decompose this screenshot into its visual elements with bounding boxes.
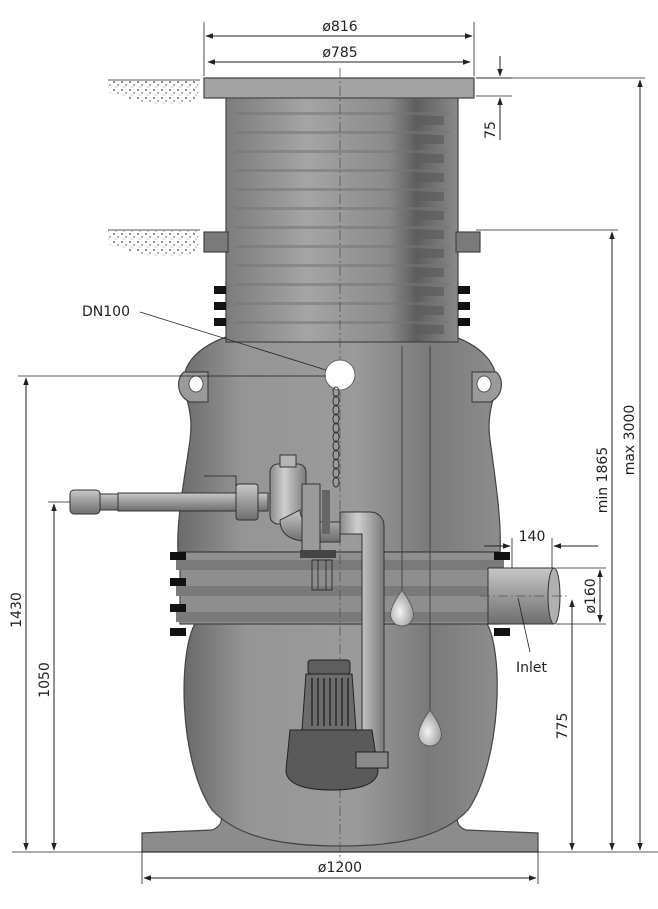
label-dn100: DN100 bbox=[82, 304, 130, 320]
dim-top-inner: ø785 bbox=[207, 45, 471, 65]
discharge-pipe bbox=[69, 483, 269, 521]
dim-top-outer: ø816 bbox=[203, 19, 475, 76]
dim-inlet-height: 775 bbox=[555, 599, 575, 851]
shaft-rib bbox=[234, 226, 450, 229]
dim-discharge-height: 1050 bbox=[37, 501, 70, 851]
chain-link bbox=[332, 422, 340, 434]
inlet-pipe bbox=[480, 567, 568, 625]
chain-link bbox=[332, 458, 340, 470]
float-switches bbox=[390, 346, 442, 747]
label-min-depth: min 1865 bbox=[595, 447, 611, 513]
dim-outlet-height: 1430 bbox=[9, 375, 326, 851]
shaft-rib bbox=[234, 188, 450, 191]
shaft-rib-shadow bbox=[414, 192, 444, 201]
shaft-rib bbox=[234, 321, 450, 324]
label-base-diameter: ø1200 bbox=[318, 860, 362, 876]
float-upper bbox=[390, 589, 414, 627]
chain-link bbox=[332, 440, 340, 452]
label-inlet: Inlet bbox=[516, 660, 548, 676]
chain-link bbox=[332, 431, 340, 443]
label-max-depth: max 3000 bbox=[622, 405, 638, 476]
chain-link bbox=[332, 404, 340, 416]
dim-inlet-offset: 140 bbox=[484, 529, 598, 568]
shaft-rib bbox=[234, 245, 450, 248]
shaft-rib-shadow bbox=[414, 211, 444, 220]
shaft-rib-shadow bbox=[414, 173, 444, 182]
submersible-pump bbox=[285, 659, 389, 791]
float-lower bbox=[418, 709, 442, 747]
dim-cover-height: 75 bbox=[476, 56, 512, 140]
riser-shaft bbox=[203, 95, 481, 343]
shaft-rib-shadow bbox=[414, 230, 444, 239]
outlet-opening bbox=[324, 359, 356, 391]
shaft-rib-shadow bbox=[414, 268, 444, 277]
label-inlet-offset: 140 bbox=[519, 529, 546, 545]
lifting-lug-left bbox=[178, 371, 209, 403]
shaft-rib-shadow bbox=[414, 135, 444, 144]
lifting-lug-right bbox=[471, 371, 502, 403]
shaft-rib bbox=[234, 264, 450, 267]
chain-link bbox=[332, 386, 340, 398]
shaft-rib bbox=[234, 131, 450, 134]
shaft-rib bbox=[234, 150, 450, 153]
label-cover-height: 75 bbox=[483, 121, 499, 139]
chain-link bbox=[332, 476, 340, 488]
shaft-rib bbox=[234, 302, 450, 305]
label-inlet-diameter: ø160 bbox=[583, 578, 599, 613]
tank-cover bbox=[203, 77, 475, 99]
label-top-outer-diameter: ø816 bbox=[322, 19, 357, 35]
chain-link bbox=[332, 413, 340, 425]
shaft-rib-shadow bbox=[414, 249, 444, 258]
dim-max-depth: max 3000 bbox=[476, 77, 645, 851]
label-inlet-height: 775 bbox=[555, 713, 571, 740]
shaft-rib bbox=[234, 207, 450, 210]
chain-link bbox=[332, 449, 340, 461]
shaft-rib bbox=[234, 169, 450, 172]
chain-link bbox=[332, 467, 340, 479]
lifting-chain bbox=[332, 386, 340, 488]
shaft-rib-shadow bbox=[414, 306, 444, 315]
shaft-rib-shadow bbox=[414, 154, 444, 163]
dim-base-diameter: ø1200 bbox=[141, 852, 539, 884]
ground-hatching bbox=[108, 79, 200, 258]
label-discharge-height: 1050 bbox=[37, 662, 53, 698]
dim-min-depth: min 1865 bbox=[476, 229, 618, 851]
callout-dn100: DN100 bbox=[82, 304, 327, 371]
chain-link bbox=[332, 395, 340, 407]
label-outlet-height: 1430 bbox=[9, 592, 25, 628]
shaft-rib bbox=[234, 112, 450, 115]
callout-inlet: Inlet bbox=[516, 597, 548, 676]
shaft-rib-shadow bbox=[414, 325, 444, 334]
dim-inlet-diameter: ø160 bbox=[556, 567, 606, 625]
shaft-rib bbox=[234, 283, 450, 286]
riser-pipe bbox=[311, 490, 385, 761]
shaft-rib-shadow bbox=[414, 287, 444, 296]
shaft-rib-shadow bbox=[414, 116, 444, 125]
label-top-inner-diameter: ø785 bbox=[322, 45, 357, 61]
